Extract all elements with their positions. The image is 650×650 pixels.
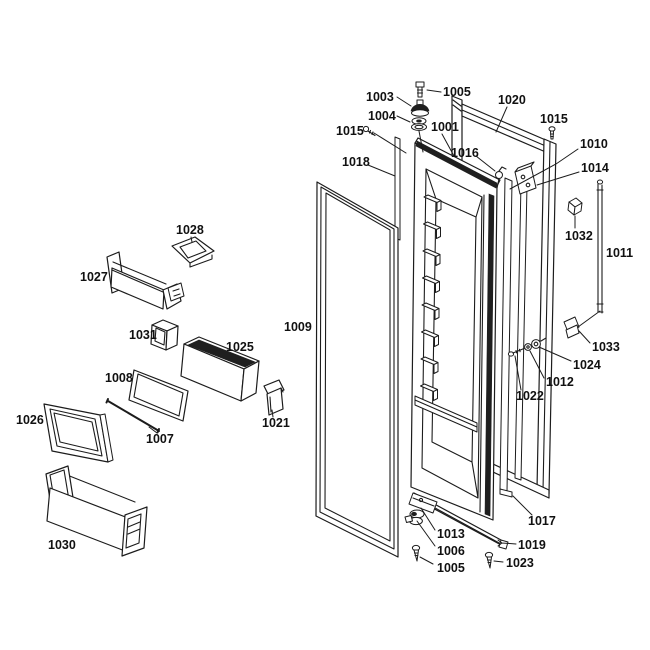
leader-lines — [148, 89, 601, 565]
door-recess-walls — [425, 168, 483, 499]
big-bin-1030 — [45, 465, 148, 557]
tray-1028 — [171, 236, 215, 268]
washer-upper-hole — [416, 119, 422, 123]
screw-1015-right-shaft — [550, 130, 554, 140]
part-label-1019: 1019 — [518, 538, 546, 552]
door-stud-wire — [496, 166, 507, 189]
part-label-1010: 1010 — [580, 137, 608, 151]
right-side-hardware — [362, 125, 604, 357]
part-label-1021: 1021 — [262, 416, 290, 430]
gasket-mid — [319, 186, 395, 550]
part-label-1023: 1023 — [506, 556, 534, 570]
part-label-1015-right: 1015 — [540, 112, 568, 126]
door-panel-1001 — [410, 137, 501, 521]
bracket-1014-hole2 — [525, 182, 531, 188]
part-label-1033: 1033 — [592, 340, 620, 354]
part-label-1011: 1011 — [606, 246, 633, 260]
part-label-1025: 1025 — [226, 340, 254, 354]
washer-lower-hole — [414, 124, 424, 130]
part-label-1009: 1009 — [284, 320, 312, 334]
screw-1015-left-shaft — [367, 129, 376, 137]
shelf-hooks — [420, 194, 442, 401]
frame-post-hatch — [452, 99, 462, 112]
part-label-1015-left: 1015 — [336, 124, 364, 138]
top-screw-head — [415, 81, 425, 88]
door-right-seal-strip — [484, 193, 495, 517]
bracket-1014-tab — [514, 161, 535, 173]
top-screw-shaft — [417, 86, 423, 98]
door-right-edge-line — [479, 194, 485, 513]
part-label-1031: 1031 — [129, 328, 157, 342]
frame-top-rail-line — [461, 109, 549, 148]
back-trim-panel-1017 — [499, 177, 513, 493]
hinge-plate-line — [412, 497, 435, 507]
part-label-1003: 1003 — [366, 90, 394, 104]
washer-screw-set — [507, 337, 547, 357]
part-label-1022: 1022 — [516, 389, 544, 403]
hinge-plate-pin — [418, 497, 424, 503]
clip-1033 — [563, 316, 580, 339]
gasket-outer — [315, 181, 399, 558]
frame-filler-strip — [514, 182, 528, 481]
part-label-1006: 1006 — [437, 544, 465, 558]
door-top-seal-strip — [415, 140, 498, 189]
part-label-1018: 1018 — [342, 155, 370, 169]
part-label-1024: 1024 — [573, 358, 601, 372]
screw-1023-threads — [486, 559, 492, 564]
screw-1005-bottom-threads — [413, 552, 419, 557]
part-label-1001: 1001 — [431, 120, 459, 134]
part-label-1007: 1007 — [146, 432, 174, 446]
washer-lower — [411, 123, 427, 131]
top-screw-threads — [416, 89, 424, 94]
frame-right-post-line — [542, 141, 551, 492]
bin-cover-1026 — [43, 403, 114, 463]
bracket-1014-hole1 — [520, 174, 526, 180]
part-label-1005-bottom: 1005 — [437, 561, 465, 575]
door-bin-1027 — [106, 251, 185, 310]
part-label-1004: 1004 — [368, 109, 396, 123]
part-label-1008: 1008 — [105, 371, 133, 385]
hinge-cam-tab — [404, 515, 413, 523]
part-label-1020: 1020 — [498, 93, 526, 107]
part-label-1005-top: 1005 — [443, 85, 471, 99]
part-label-1016: 1016 — [451, 146, 479, 160]
hinge-cam-hole — [411, 511, 417, 517]
door-stud-1016 — [495, 171, 503, 179]
cap-1032 — [567, 197, 583, 216]
hinge-pin-flange — [411, 109, 429, 117]
part-label-1012: 1012 — [546, 375, 574, 389]
clip-1021 — [263, 379, 285, 416]
hinge-plate-1013 — [408, 492, 438, 514]
glass-insert-1008 — [128, 369, 189, 422]
part-label-1026: 1026 — [16, 413, 44, 427]
part-label-1032: 1032 — [565, 229, 593, 243]
door-lower-ledge-line — [414, 399, 478, 428]
hinge-stack-line — [418, 130, 424, 153]
part-labels: 1003 1005 1004 1001 1015 1018 1020 1016 … — [16, 85, 633, 575]
handle-rod-1011 — [596, 179, 604, 314]
bracket-1014 — [514, 165, 537, 195]
part-label-1028: 1028 — [176, 223, 204, 237]
long-bin-1025 — [180, 336, 260, 402]
gasket-inner — [324, 192, 391, 542]
part-label-1013: 1013 — [437, 527, 465, 541]
side-trim-strip-1018 — [394, 136, 401, 241]
screw-1015-right-threads — [549, 133, 555, 138]
part-label-1030: 1030 — [48, 538, 76, 552]
top-hinge-hardware — [410, 81, 430, 153]
part-label-1014: 1014 — [581, 161, 609, 175]
door-gasket-1009 — [315, 181, 399, 558]
trim-rod-1007 — [105, 398, 160, 434]
back-trim-panel-foot — [499, 488, 513, 498]
part-label-1027: 1027 — [80, 270, 108, 284]
screw-1015-left-head — [362, 125, 370, 133]
small-box-1031 — [150, 319, 179, 351]
part-label-1017: 1017 — [528, 514, 556, 528]
hinge-pin-dome — [410, 103, 430, 112]
